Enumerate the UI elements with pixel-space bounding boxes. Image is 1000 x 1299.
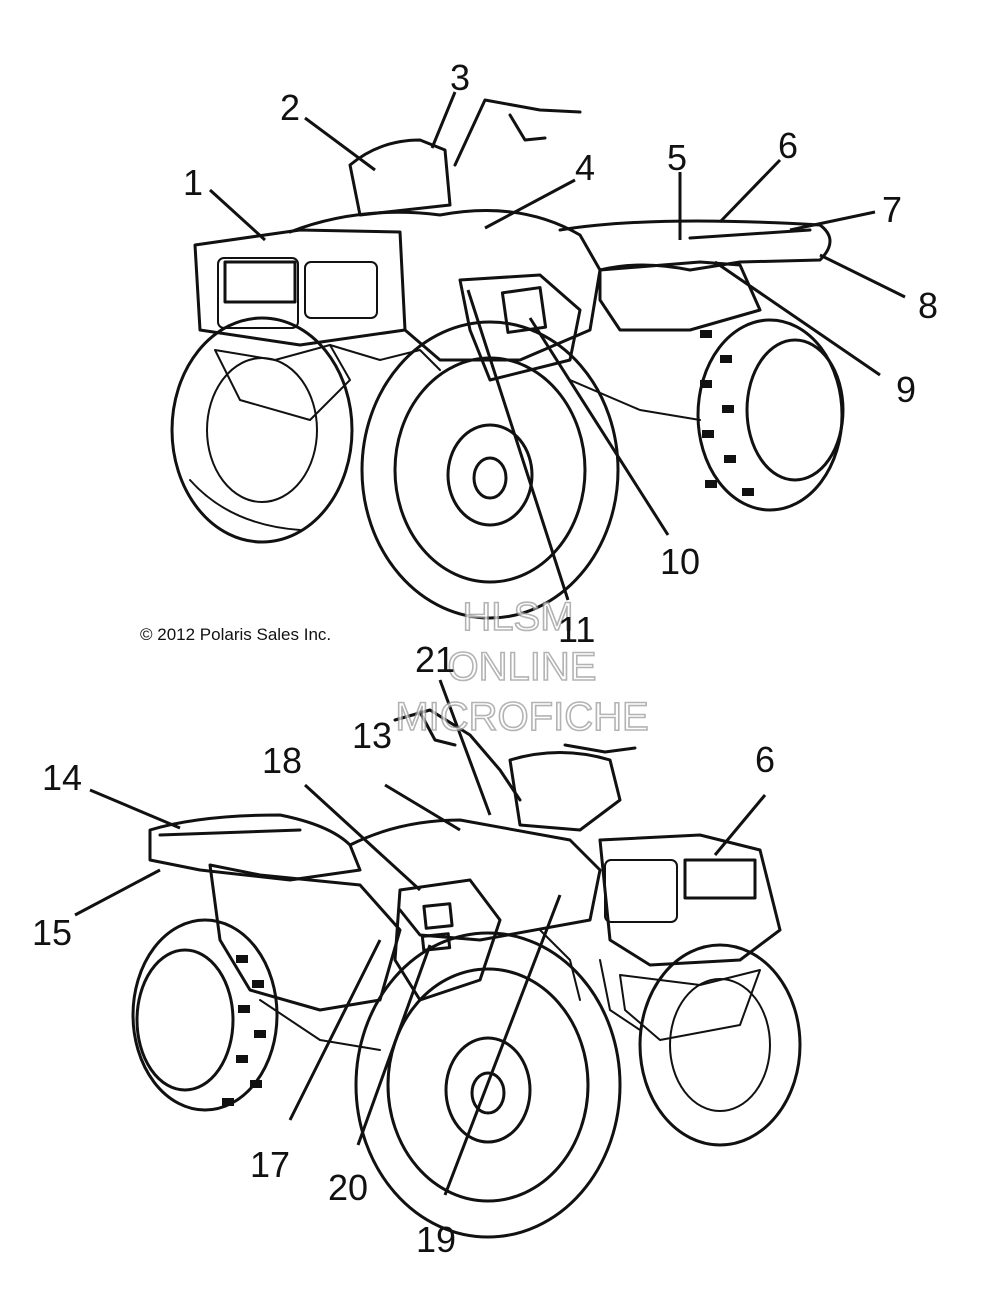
callout-2: 2: [280, 87, 300, 128]
callout-21: 21: [415, 639, 455, 680]
callout-6-bottom: 6: [755, 739, 775, 780]
callout-20: 20: [328, 1167, 368, 1208]
callout-8: 8: [918, 285, 938, 326]
callout-15: 15: [32, 912, 72, 953]
callout-9: 9: [896, 369, 916, 410]
watermark: HLSM ONLINE MICROFICHE: [395, 594, 650, 740]
callout-14: 14: [42, 757, 82, 798]
callout-numbers: 1 2 3 4 5 6 7 8 9 10 11 21 14 18 13 6 15…: [32, 57, 938, 1260]
callout-11: 11: [558, 609, 595, 650]
atv-front-view-drawing: [170, 98, 845, 620]
callout-3: 3: [450, 57, 470, 98]
atv-rear-view-drawing: [131, 708, 802, 1239]
callout-10: 10: [660, 541, 700, 582]
callout-18: 18: [262, 740, 302, 781]
watermark-line-3: MICROFICHE: [395, 695, 648, 739]
callout-17: 17: [250, 1144, 290, 1185]
callout-4: 4: [575, 147, 595, 188]
callout-19: 19: [416, 1219, 456, 1260]
copyright-text: © 2012 Polaris Sales Inc.: [140, 625, 331, 644]
watermark-line-1: HLSM: [462, 595, 573, 639]
callout-7: 7: [882, 189, 902, 230]
leader-lines-bottom: [74, 679, 767, 1196]
callout-13: 13: [352, 715, 392, 756]
leader-lines-top: [208, 91, 906, 601]
watermark-line-2: ONLINE: [448, 645, 597, 689]
callout-1: 1: [183, 162, 203, 203]
callout-5: 5: [667, 137, 687, 178]
callout-6-top: 6: [778, 125, 798, 166]
